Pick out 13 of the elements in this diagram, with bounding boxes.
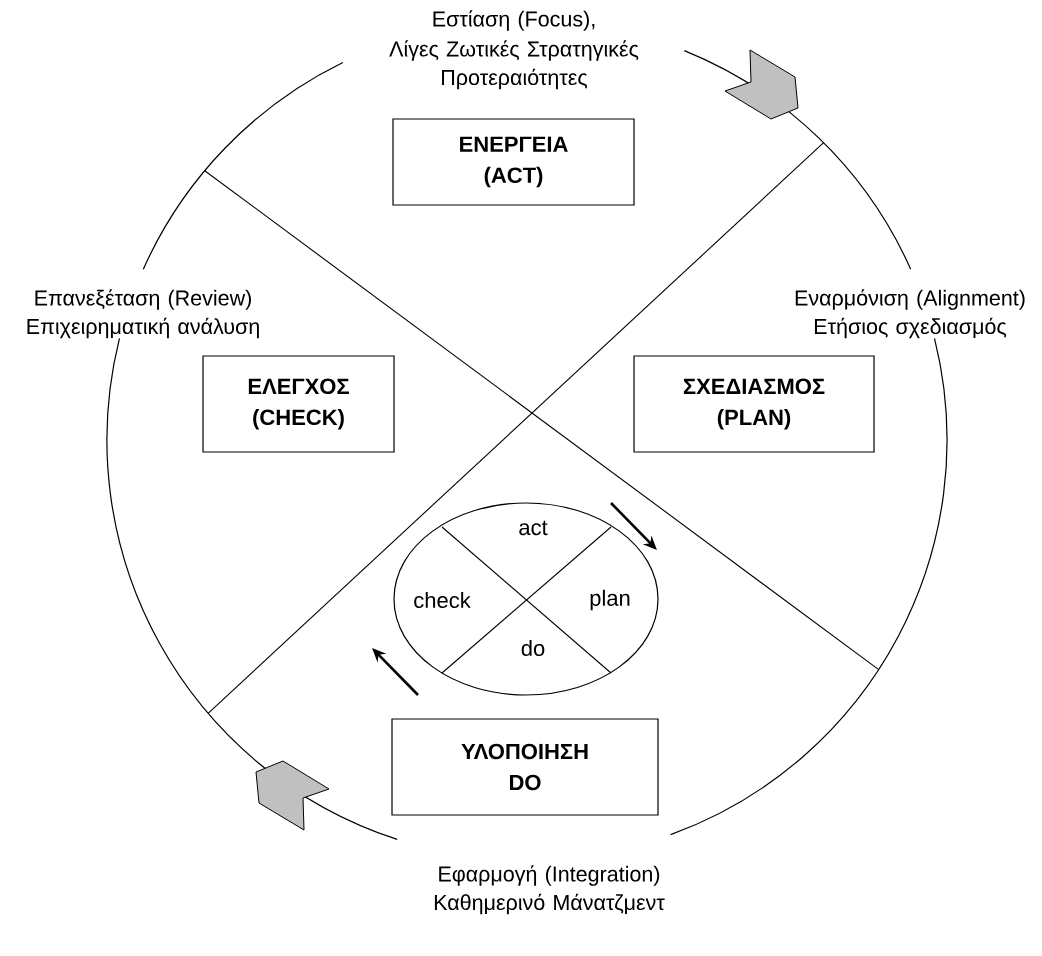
quadrant-label: do <box>521 639 545 657</box>
phase-box: ΣΧΕΔΙΑΣΜΟΣ (PLAN) <box>633 355 875 453</box>
stage-label: Εφαρμογή (Integration) Καθημερινό Μάνατζμεντ <box>434 865 665 915</box>
phase-box: ΥΛΟΠΟΙΗΣΗ DO <box>391 718 659 816</box>
stage-label: Λίγες Ζωτικές Στρατηγικές Προτεραιότητες <box>389 40 639 90</box>
phase-box: ΕΛΕΓΧΟΣ (CHECK) <box>202 355 395 453</box>
stage-label: Εστίαση (Focus), <box>433 10 595 31</box>
quadrant-label: check <box>414 591 471 609</box>
quadrant-label: act <box>519 520 548 536</box>
quadrant-label: plan <box>590 589 630 611</box>
phase-box: ΕΝΕΡΓΕΙΑ (ACT) <box>392 118 635 206</box>
stage-label: Επανεξέταση (Review) Επιχειρηματική ανάλυση <box>27 289 259 339</box>
stage-label: Εναρμόνιση (Alignment) Ετήσιος σχεδιασμός <box>795 289 1025 339</box>
